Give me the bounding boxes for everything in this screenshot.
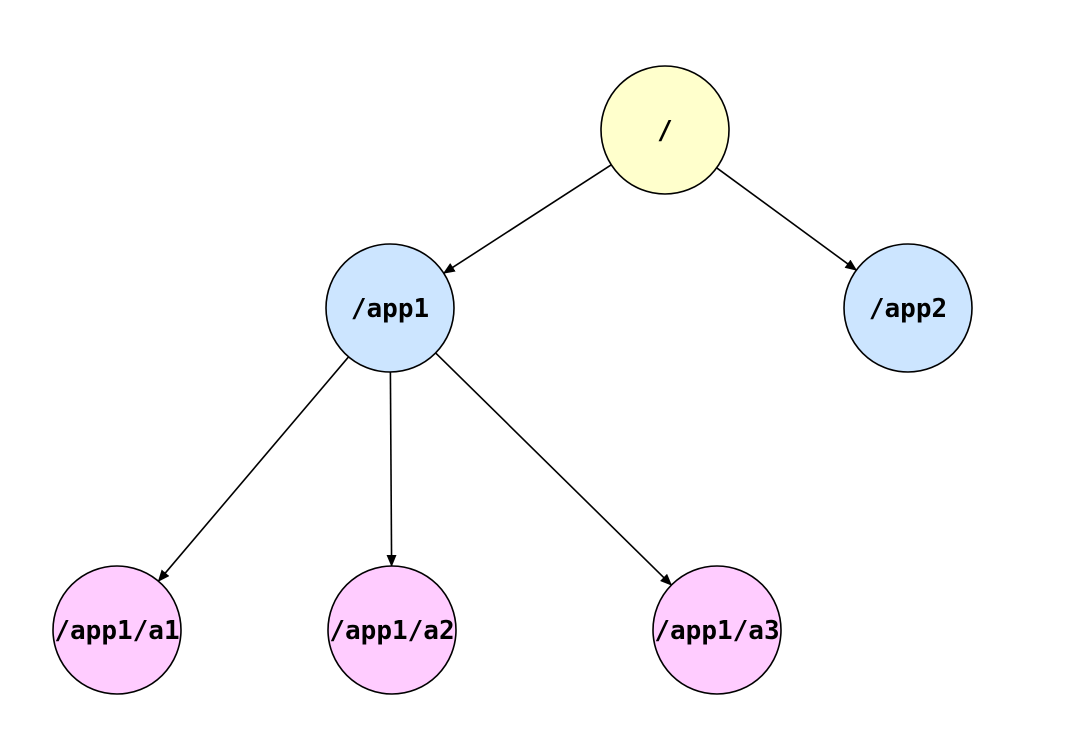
node-label-app1: /app1 <box>351 294 429 324</box>
node-a3: /app1/a3 <box>652 565 782 695</box>
node-circle-root <box>600 65 730 195</box>
node-label-root: / <box>657 116 673 146</box>
edge-app1-to-a1 <box>157 356 350 582</box>
node-circle-a3 <box>652 565 782 695</box>
node-a1: /app1/a1 <box>52 565 182 695</box>
edges-layer <box>157 164 858 586</box>
node-circle-app2 <box>843 243 973 373</box>
node-app1: /app1 <box>325 243 455 373</box>
edge-root-to-app1 <box>442 164 612 274</box>
node-circle-app1 <box>325 243 455 373</box>
node-circle-a2 <box>327 565 457 695</box>
node-app2: /app2 <box>843 243 973 373</box>
node-label-a1: /app1/a1 <box>54 616 179 646</box>
node-root: / <box>600 65 730 195</box>
node-label-a3: /app1/a3 <box>654 616 779 646</box>
node-circle-a1 <box>52 565 182 695</box>
edge-root-to-app2 <box>716 167 858 271</box>
node-label-app2: /app2 <box>869 294 947 324</box>
edge-app1-to-a2 <box>386 371 397 568</box>
node-label-a2: /app1/a2 <box>329 616 454 646</box>
edge-app1-to-a3 <box>435 352 673 586</box>
node-a2: /app1/a2 <box>327 565 457 695</box>
nodes-layer: / /app1/app2/app1/a1/app1/a2/app1/a3 <box>52 65 973 695</box>
